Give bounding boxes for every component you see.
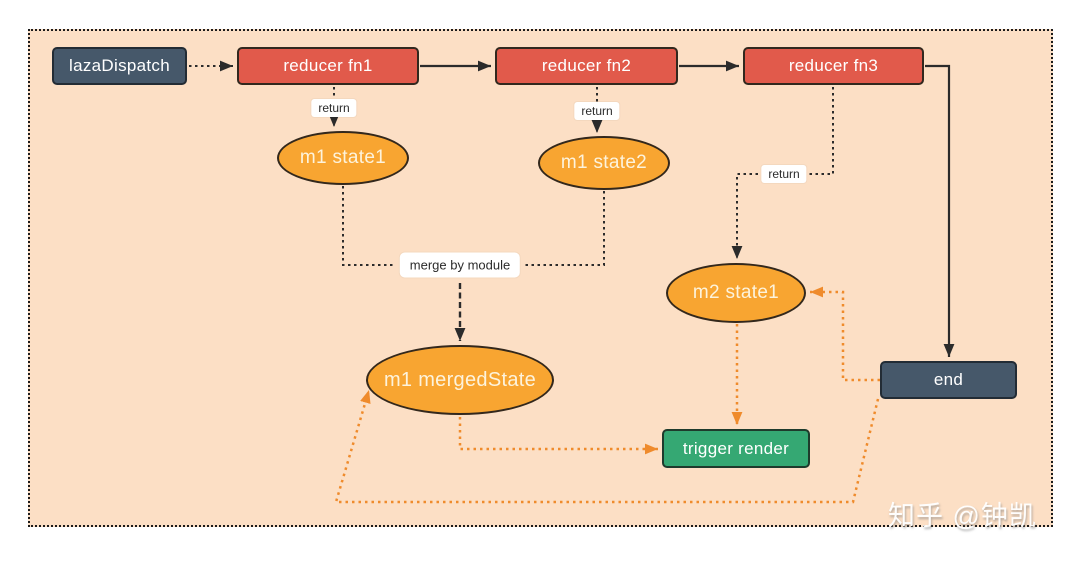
node-label: m1 state2 <box>560 152 648 173</box>
edge-label-return-fn2: return <box>574 102 620 120</box>
edge-mergedstate-to-render <box>458 417 658 455</box>
edge-fn3-return <box>731 87 834 259</box>
node-laza-dispatch: lazaDispatch <box>52 47 187 85</box>
node-reducer-fn3: reducer fn3 <box>743 47 924 85</box>
node-m1-merged-state: m1 mergedState <box>366 345 554 415</box>
node-label: m2 state1 <box>692 282 780 303</box>
node-label: reducer fn2 <box>541 56 632 75</box>
zhihu-watermark: 知乎 @钟凯 <box>888 501 1037 531</box>
node-label: lazaDispatch <box>69 56 170 75</box>
node-label: trigger render <box>682 438 790 458</box>
node-m1-state2: m1 state2 <box>538 136 670 190</box>
edge-label-merge-by-module: merge by module <box>399 252 521 278</box>
edge-state1-to-merge <box>342 186 395 266</box>
diagram-canvas <box>28 29 1053 527</box>
node-label: reducer fn3 <box>788 56 879 75</box>
edge-fn3-to-end <box>925 64 955 357</box>
edge-end-to-m2state1 <box>810 286 880 382</box>
node-label: m1 state1 <box>299 147 387 168</box>
node-end: end <box>880 361 1017 399</box>
node-reducer-fn2: reducer fn2 <box>495 47 678 85</box>
node-trigger-render: trigger render <box>662 429 810 468</box>
edge-state2-to-merge <box>525 191 605 266</box>
node-m1-state1: m1 state1 <box>277 131 409 185</box>
node-reducer-fn1: reducer fn1 <box>237 47 419 85</box>
node-label: reducer fn1 <box>283 56 373 75</box>
edge-end-to-mergedstate <box>334 389 880 504</box>
node-label: m1 mergedState <box>383 368 537 391</box>
edge-label-return-fn1: return <box>311 99 357 117</box>
node-m2-state1: m2 state1 <box>666 263 806 323</box>
node-label: end <box>933 370 964 389</box>
edge-label-return-fn3: return <box>761 165 807 183</box>
